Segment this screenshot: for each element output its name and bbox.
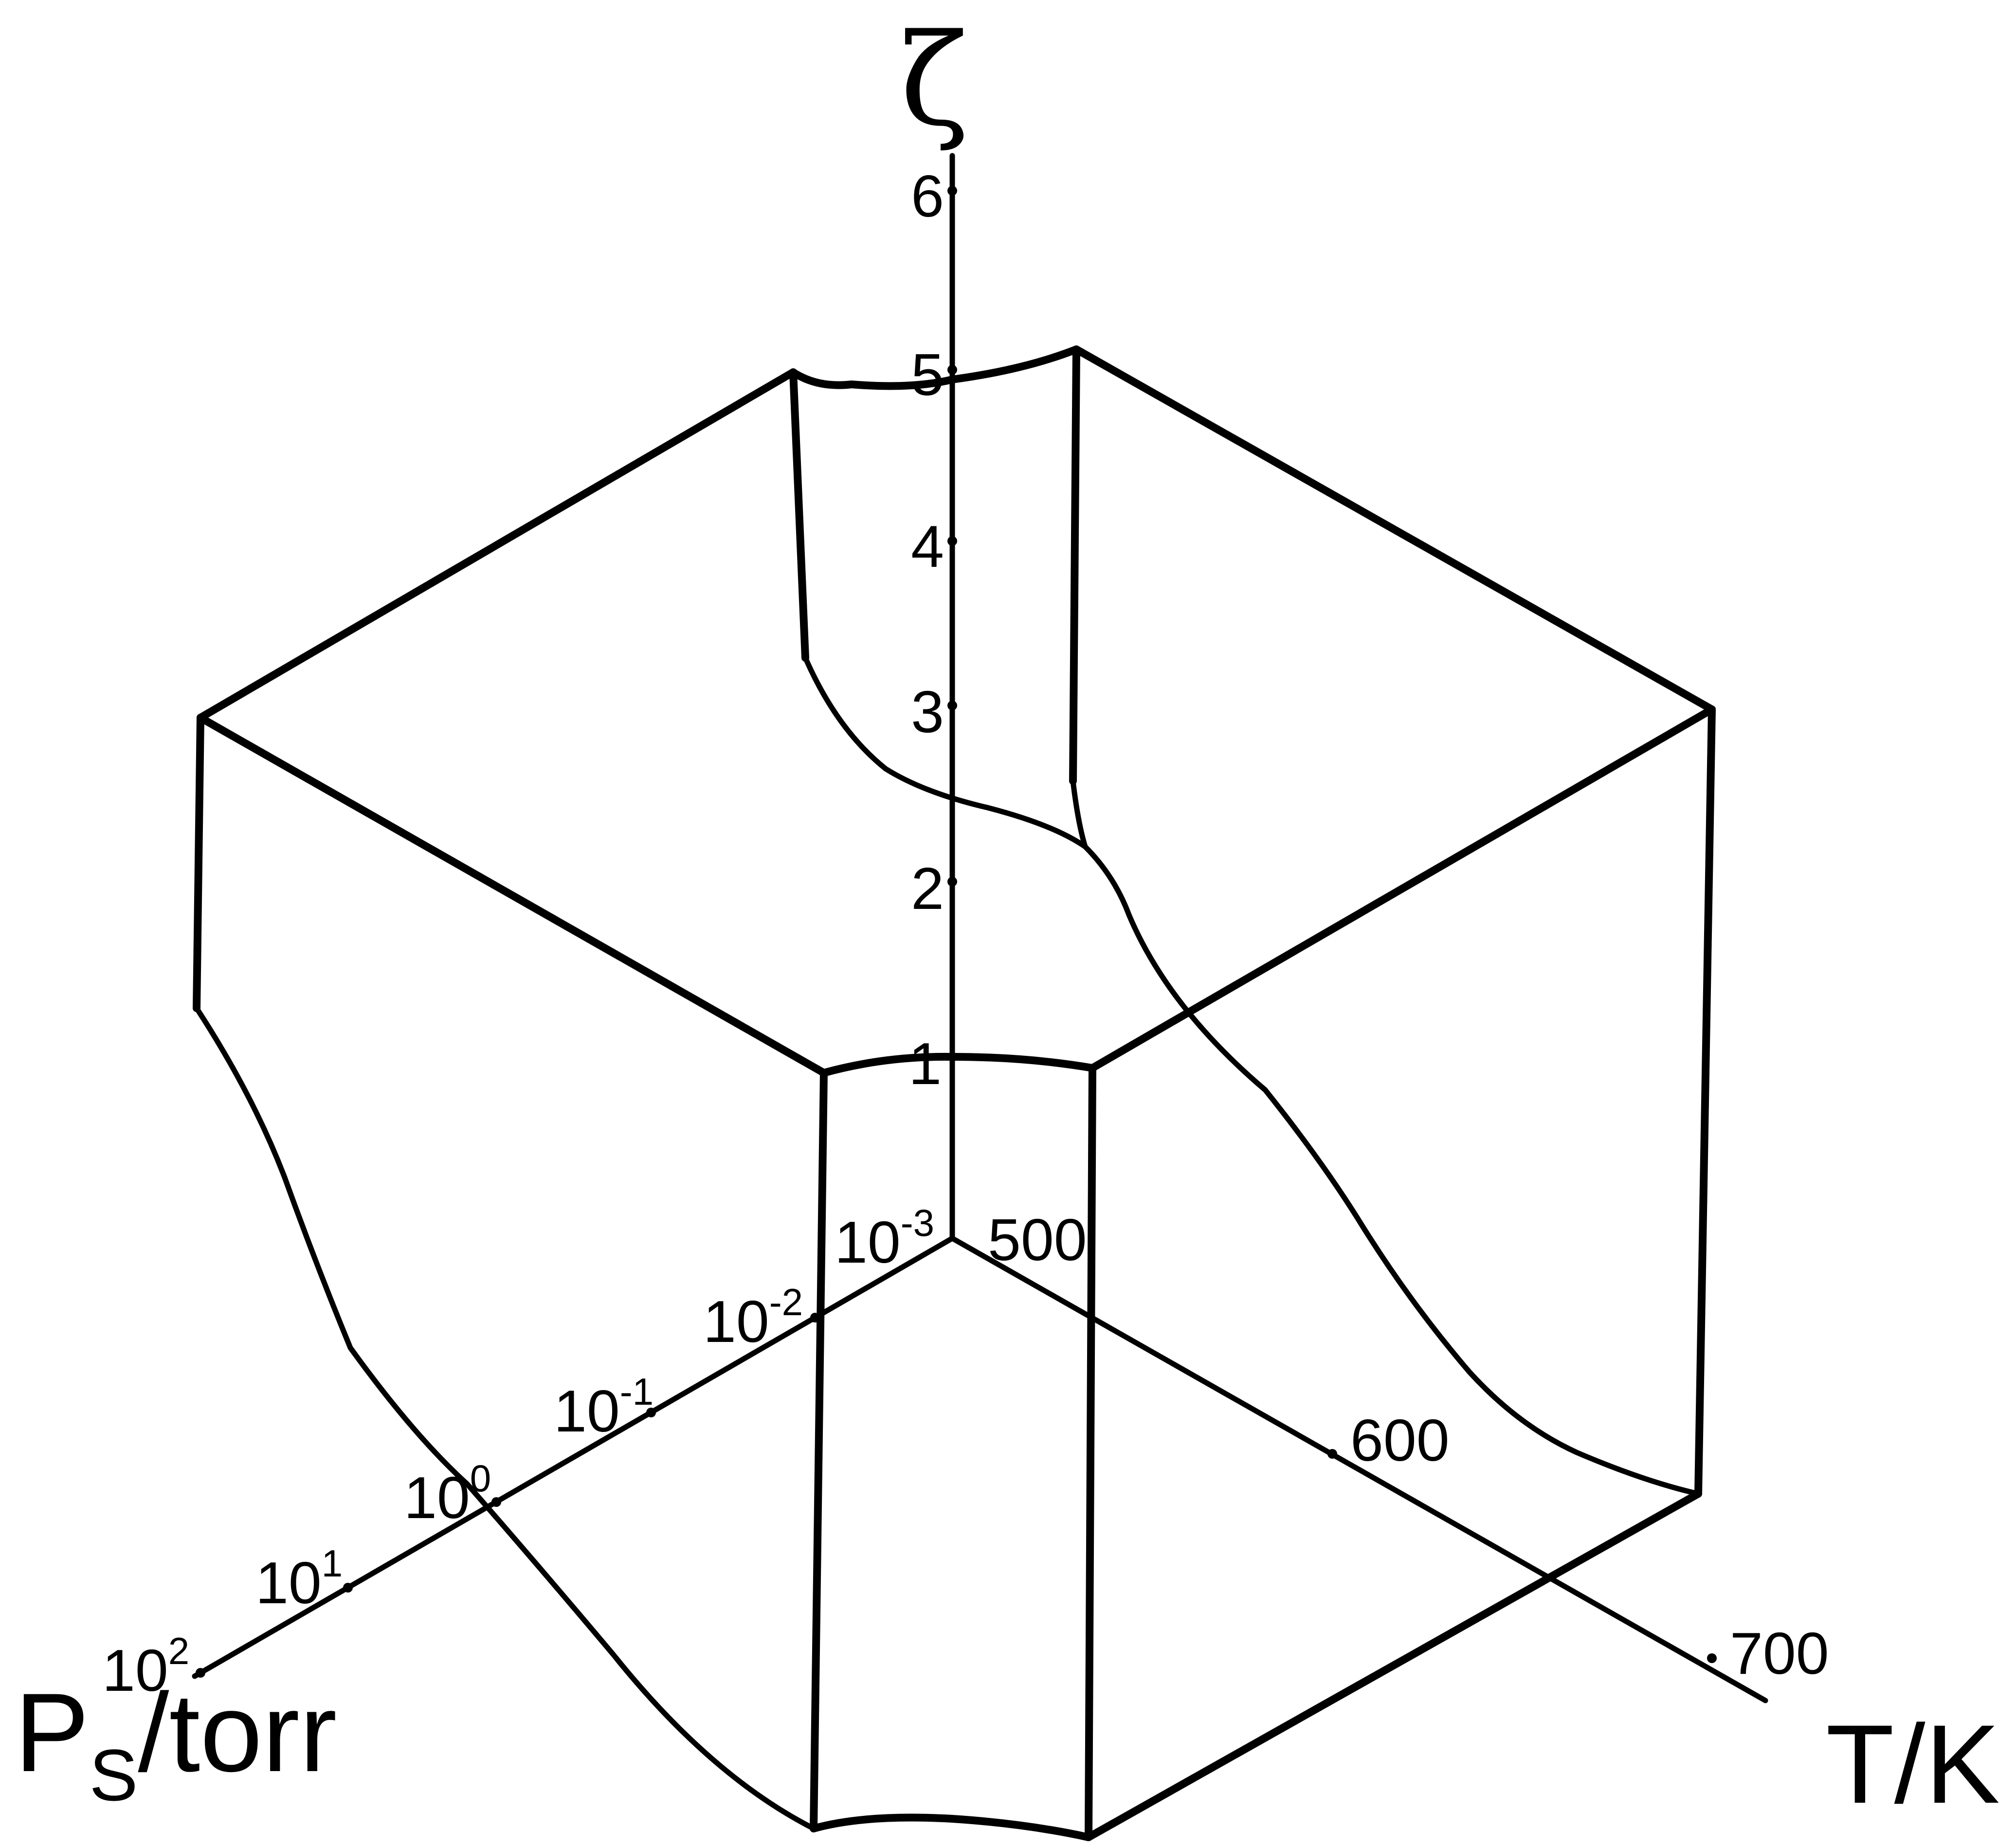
zeta-tick-label-2: 2 [911,855,944,922]
pressure-tick-4-base: 10 [404,1465,470,1531]
pressure-tick-mark-2 [646,1408,656,1417]
zeta-ticks: 1 2 3 4 5 6 [908,163,957,1097]
pressure-tick-mark-4 [343,1583,353,1593]
inner-left-vertical-edge [789,368,809,662]
pressure-tick-5-exp: 1 [322,1542,343,1585]
upper-front-right-edge [1089,706,1716,1072]
zeta-tick-label-3: 3 [911,679,944,745]
inner-right-boundary-curve [1070,778,1088,850]
inner-boundary-curve [802,655,1701,1497]
right-vertical-edge [1694,706,1716,1498]
zeta-tick-label-6: 6 [911,163,944,229]
pressure-axis-label: PS/torr [15,1670,337,1816]
pressure-tick-mark-5 [196,1668,205,1678]
top-left-edge [197,368,797,722]
pressure-tick-5-base: 10 [255,1550,322,1616]
zeta-tick-mark-1 [947,1052,957,1062]
pressure-tick-1-exp: -3 [901,1201,934,1244]
pressure-tick-mark-3 [491,1497,501,1507]
temperature-ticks: 500 600 700 [988,1207,1829,1686]
top-notch-curve [789,345,1080,390]
pressure-axis-label-main: P [15,1670,89,1795]
pressure-tick-6-base: 10 [102,1637,168,1703]
middle-notch-curve [820,1052,1096,1077]
top-right-edge [1072,345,1716,713]
upper-front-left-edge [197,714,828,1077]
zeta-tick-mark-6 [947,186,957,196]
bottom-right-edge [1085,1490,1702,1841]
pressure-tick-3-base: 10 [554,1378,620,1444]
pressure-ticks: 10-3 10-2 10-1 100 101 102 [102,1201,934,1703]
zeta-tick-mark-2 [947,877,957,887]
temperature-tick-label-600: 600 [1350,1407,1450,1473]
pressure-tick-label-3: 10-1 [554,1370,654,1444]
zeta-tick-mark-3 [947,701,957,710]
temperature-tick-mark-700 [1707,1653,1717,1663]
pressure-tick-4-exp: 0 [470,1457,491,1500]
block-outline [193,345,1716,1841]
zeta-tick-mark-5 [947,365,957,375]
pressure-tick-label-2: 10-2 [703,1281,803,1355]
pressure-tick-mark-1 [810,1313,820,1322]
pressure-tick-label-1: 10-3 [835,1201,934,1275]
front-right-vertical-edge [1085,1064,1096,1841]
pressure-tick-label-4: 100 [404,1457,491,1531]
temperature-tick-label-700: 700 [1730,1620,1829,1686]
temperature-tick-mark-600 [1327,1449,1337,1459]
zeta-tick-label-5: 5 [911,342,944,408]
temperature-axis-label: T/K [1826,1702,2000,1827]
pressure-tick-3-exp: -1 [620,1370,654,1413]
temperature-tick-label-500: 500 [988,1207,1087,1273]
zeta-tick-label-4: 4 [911,513,944,579]
zeta-tick-mark-4 [947,536,957,546]
pressure-tick-2-exp: -2 [769,1281,803,1323]
pressure-tick-label-5: 101 [255,1542,343,1616]
zeta-axis-label: ζ [900,7,969,154]
pressure-tick-1-base: 10 [835,1209,901,1275]
pressure-axis [192,1235,955,1679]
pressure-tick-label-6: 102 [102,1630,189,1703]
left-boundary-curve [194,1005,817,1831]
left-vertical-edge [193,714,204,1012]
pressure-tick-6-exp: 2 [168,1630,189,1672]
pressure-axis-label-sub: S [89,1734,138,1816]
pressure-axis-label-rest: /torr [138,1670,337,1795]
bottom-notch-curve [810,1813,1092,1841]
inner-right-vertical-edge [1069,345,1080,785]
surface-curves [194,655,1701,1831]
front-left-vertical-edge [810,1069,828,1832]
pressure-tick-2-base: 10 [703,1288,769,1355]
zeta-tick-label-1: 1 [908,1031,942,1097]
